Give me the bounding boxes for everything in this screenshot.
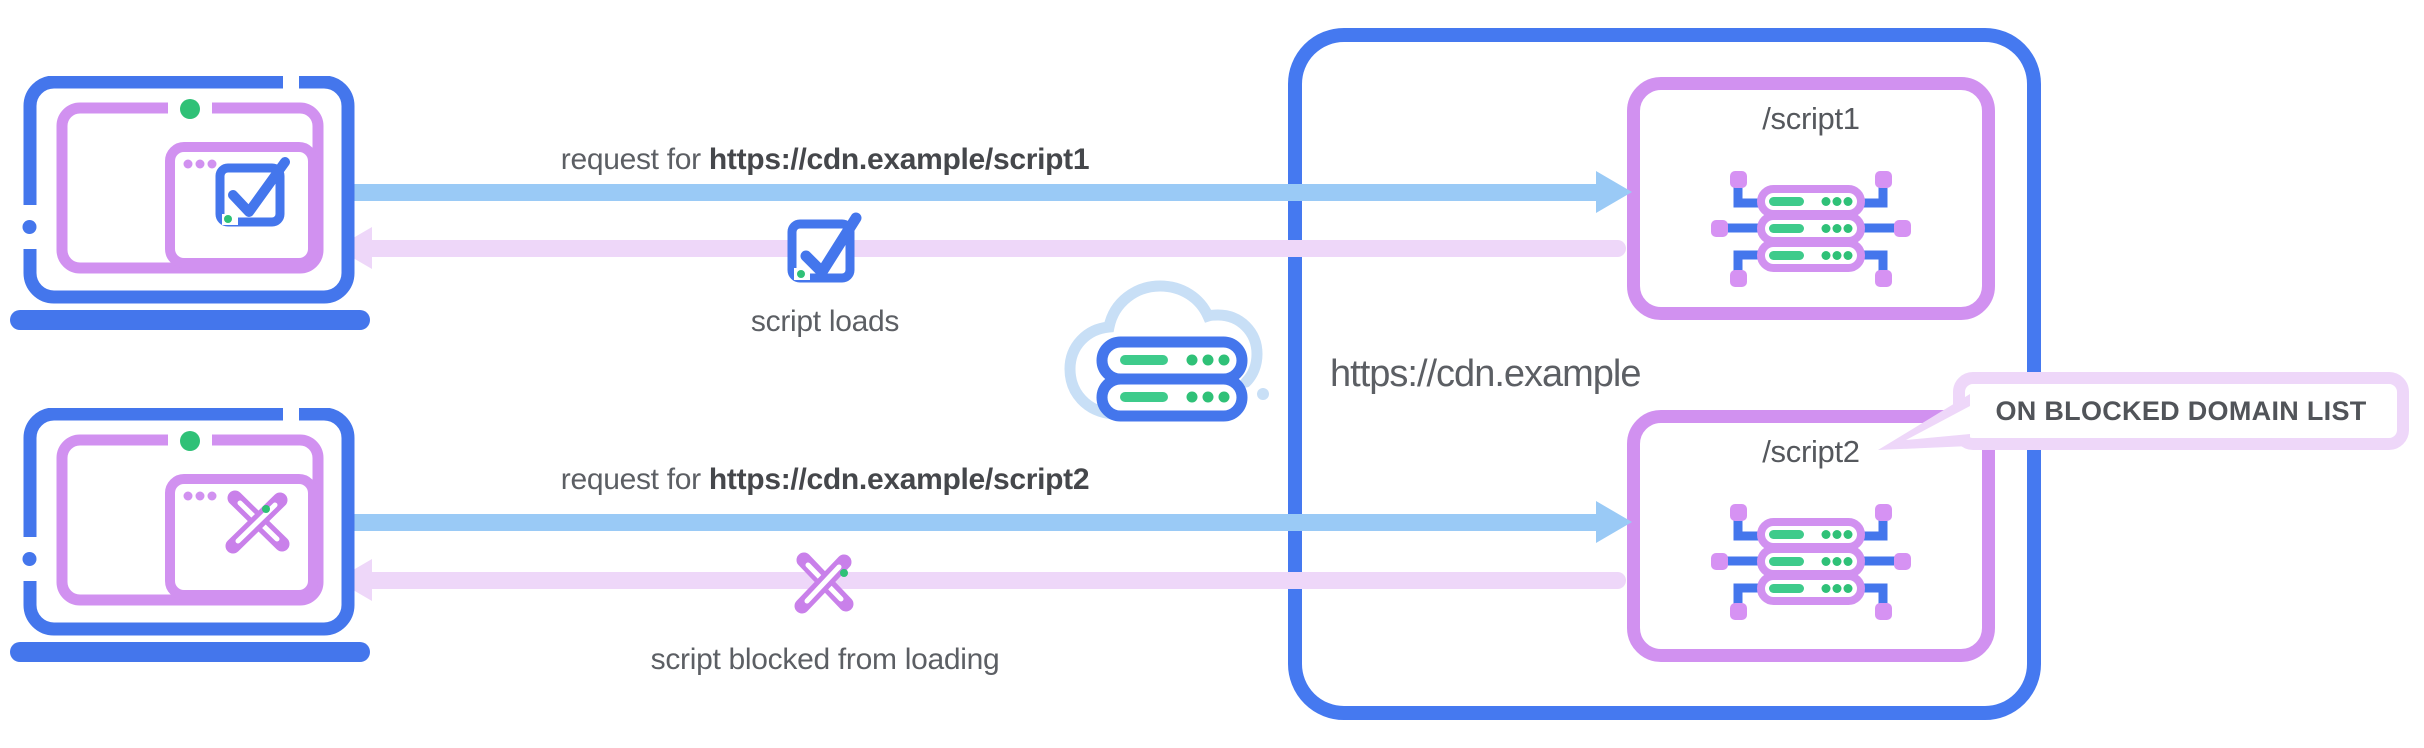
blocked-domain-callout-label: ON BLOCKED DOMAIN LIST: [1995, 395, 2367, 426]
request-script2-label: request for https://cdn.example/script2: [345, 462, 1305, 498]
endpoint-script1-box: /script1: [1627, 77, 1995, 320]
callout-tail: [1878, 394, 1970, 450]
request-script1-label: request for https://cdn.example/script1: [345, 142, 1305, 178]
result-script2-label: script blocked from loading: [650, 643, 1000, 676]
request-arrowhead-script2: [1596, 501, 1632, 543]
check-square-icon: [787, 212, 862, 283]
cross-icon: [794, 552, 854, 614]
laptop-allowed-icon: [10, 76, 370, 330]
endpoint-script2-box: /script2: [1627, 410, 1995, 662]
request-url: https://cdn.example/script1: [708, 143, 1090, 176]
endpoint-script1-label: /script1: [1762, 101, 1860, 136]
camera-dot: [180, 431, 200, 451]
endpoint-script2-label: /script2: [1762, 434, 1860, 469]
blocked-domain-callout: ON BLOCKED DOMAIN LIST: [1953, 372, 2409, 450]
check-square-icon: [215, 157, 290, 227]
cloud-server-icon: [1064, 280, 1269, 422]
window-dots: [183, 491, 217, 501]
laptop-blocked-icon: [10, 408, 370, 662]
camera-dot: [180, 99, 200, 119]
cdn-origin-box: [1288, 28, 2041, 720]
server-chip-icon: [1711, 504, 1911, 620]
response-arrow-script1: [372, 240, 1626, 257]
response-arrow-script2: [372, 572, 1626, 589]
result-script1-label: script loads: [750, 305, 900, 338]
request-arrow-script1: [345, 184, 1600, 201]
cross-icon: [225, 490, 290, 554]
request-arrow-script2: [345, 514, 1600, 531]
request-arrowhead-script1: [1596, 171, 1632, 213]
cdn-origin-label: https://cdn.example: [1330, 353, 1642, 395]
request-prefix: request for: [560, 143, 709, 176]
request-prefix: request for: [560, 463, 709, 496]
request-url: https://cdn.example/script2: [708, 463, 1090, 496]
window-dots: [183, 159, 217, 169]
server-chip-icon: [1711, 171, 1911, 287]
